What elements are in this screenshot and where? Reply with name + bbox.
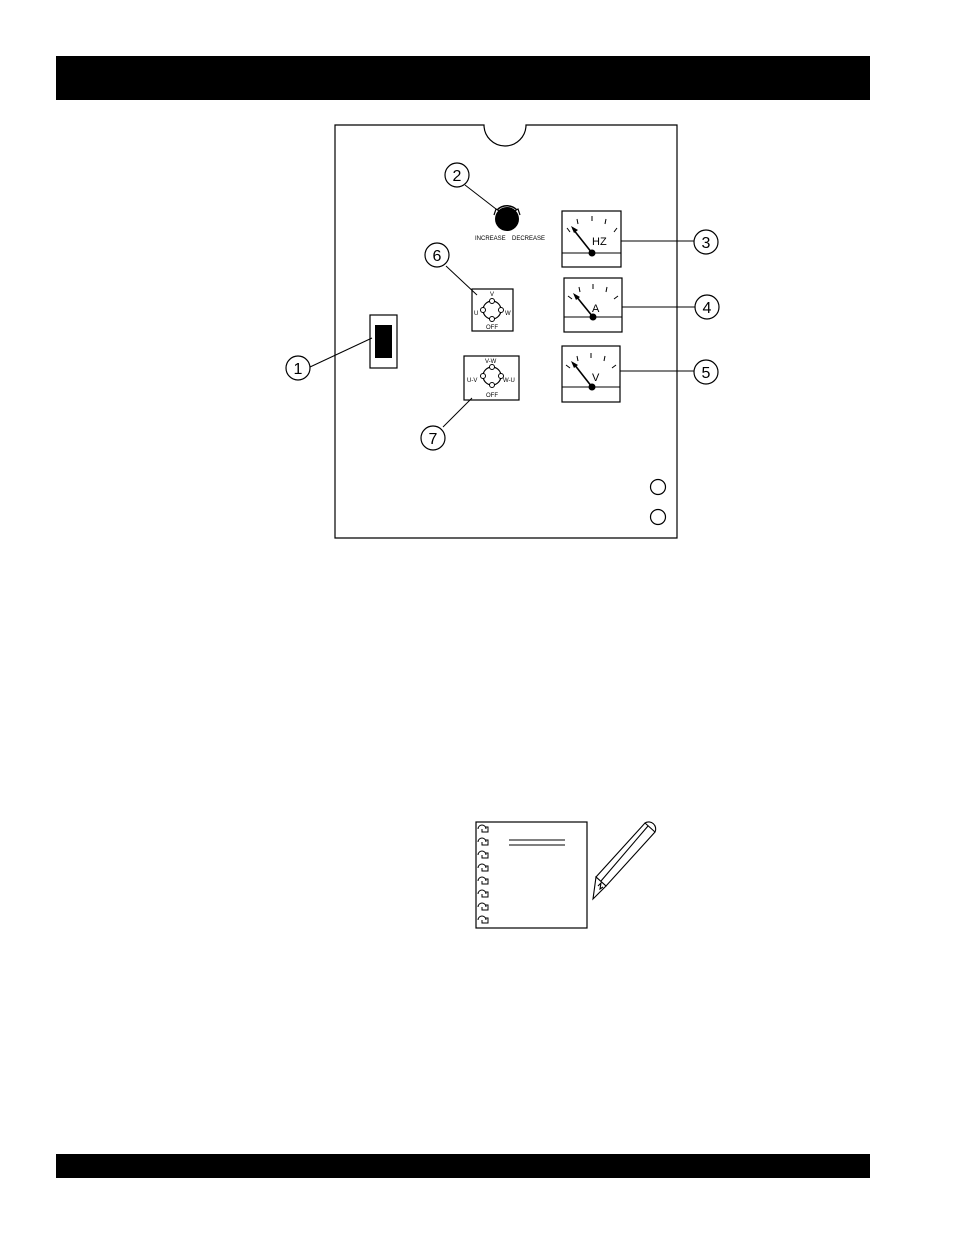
footer-bar xyxy=(56,1154,870,1178)
notebook-page xyxy=(476,822,587,928)
pencil-icon xyxy=(593,822,656,899)
